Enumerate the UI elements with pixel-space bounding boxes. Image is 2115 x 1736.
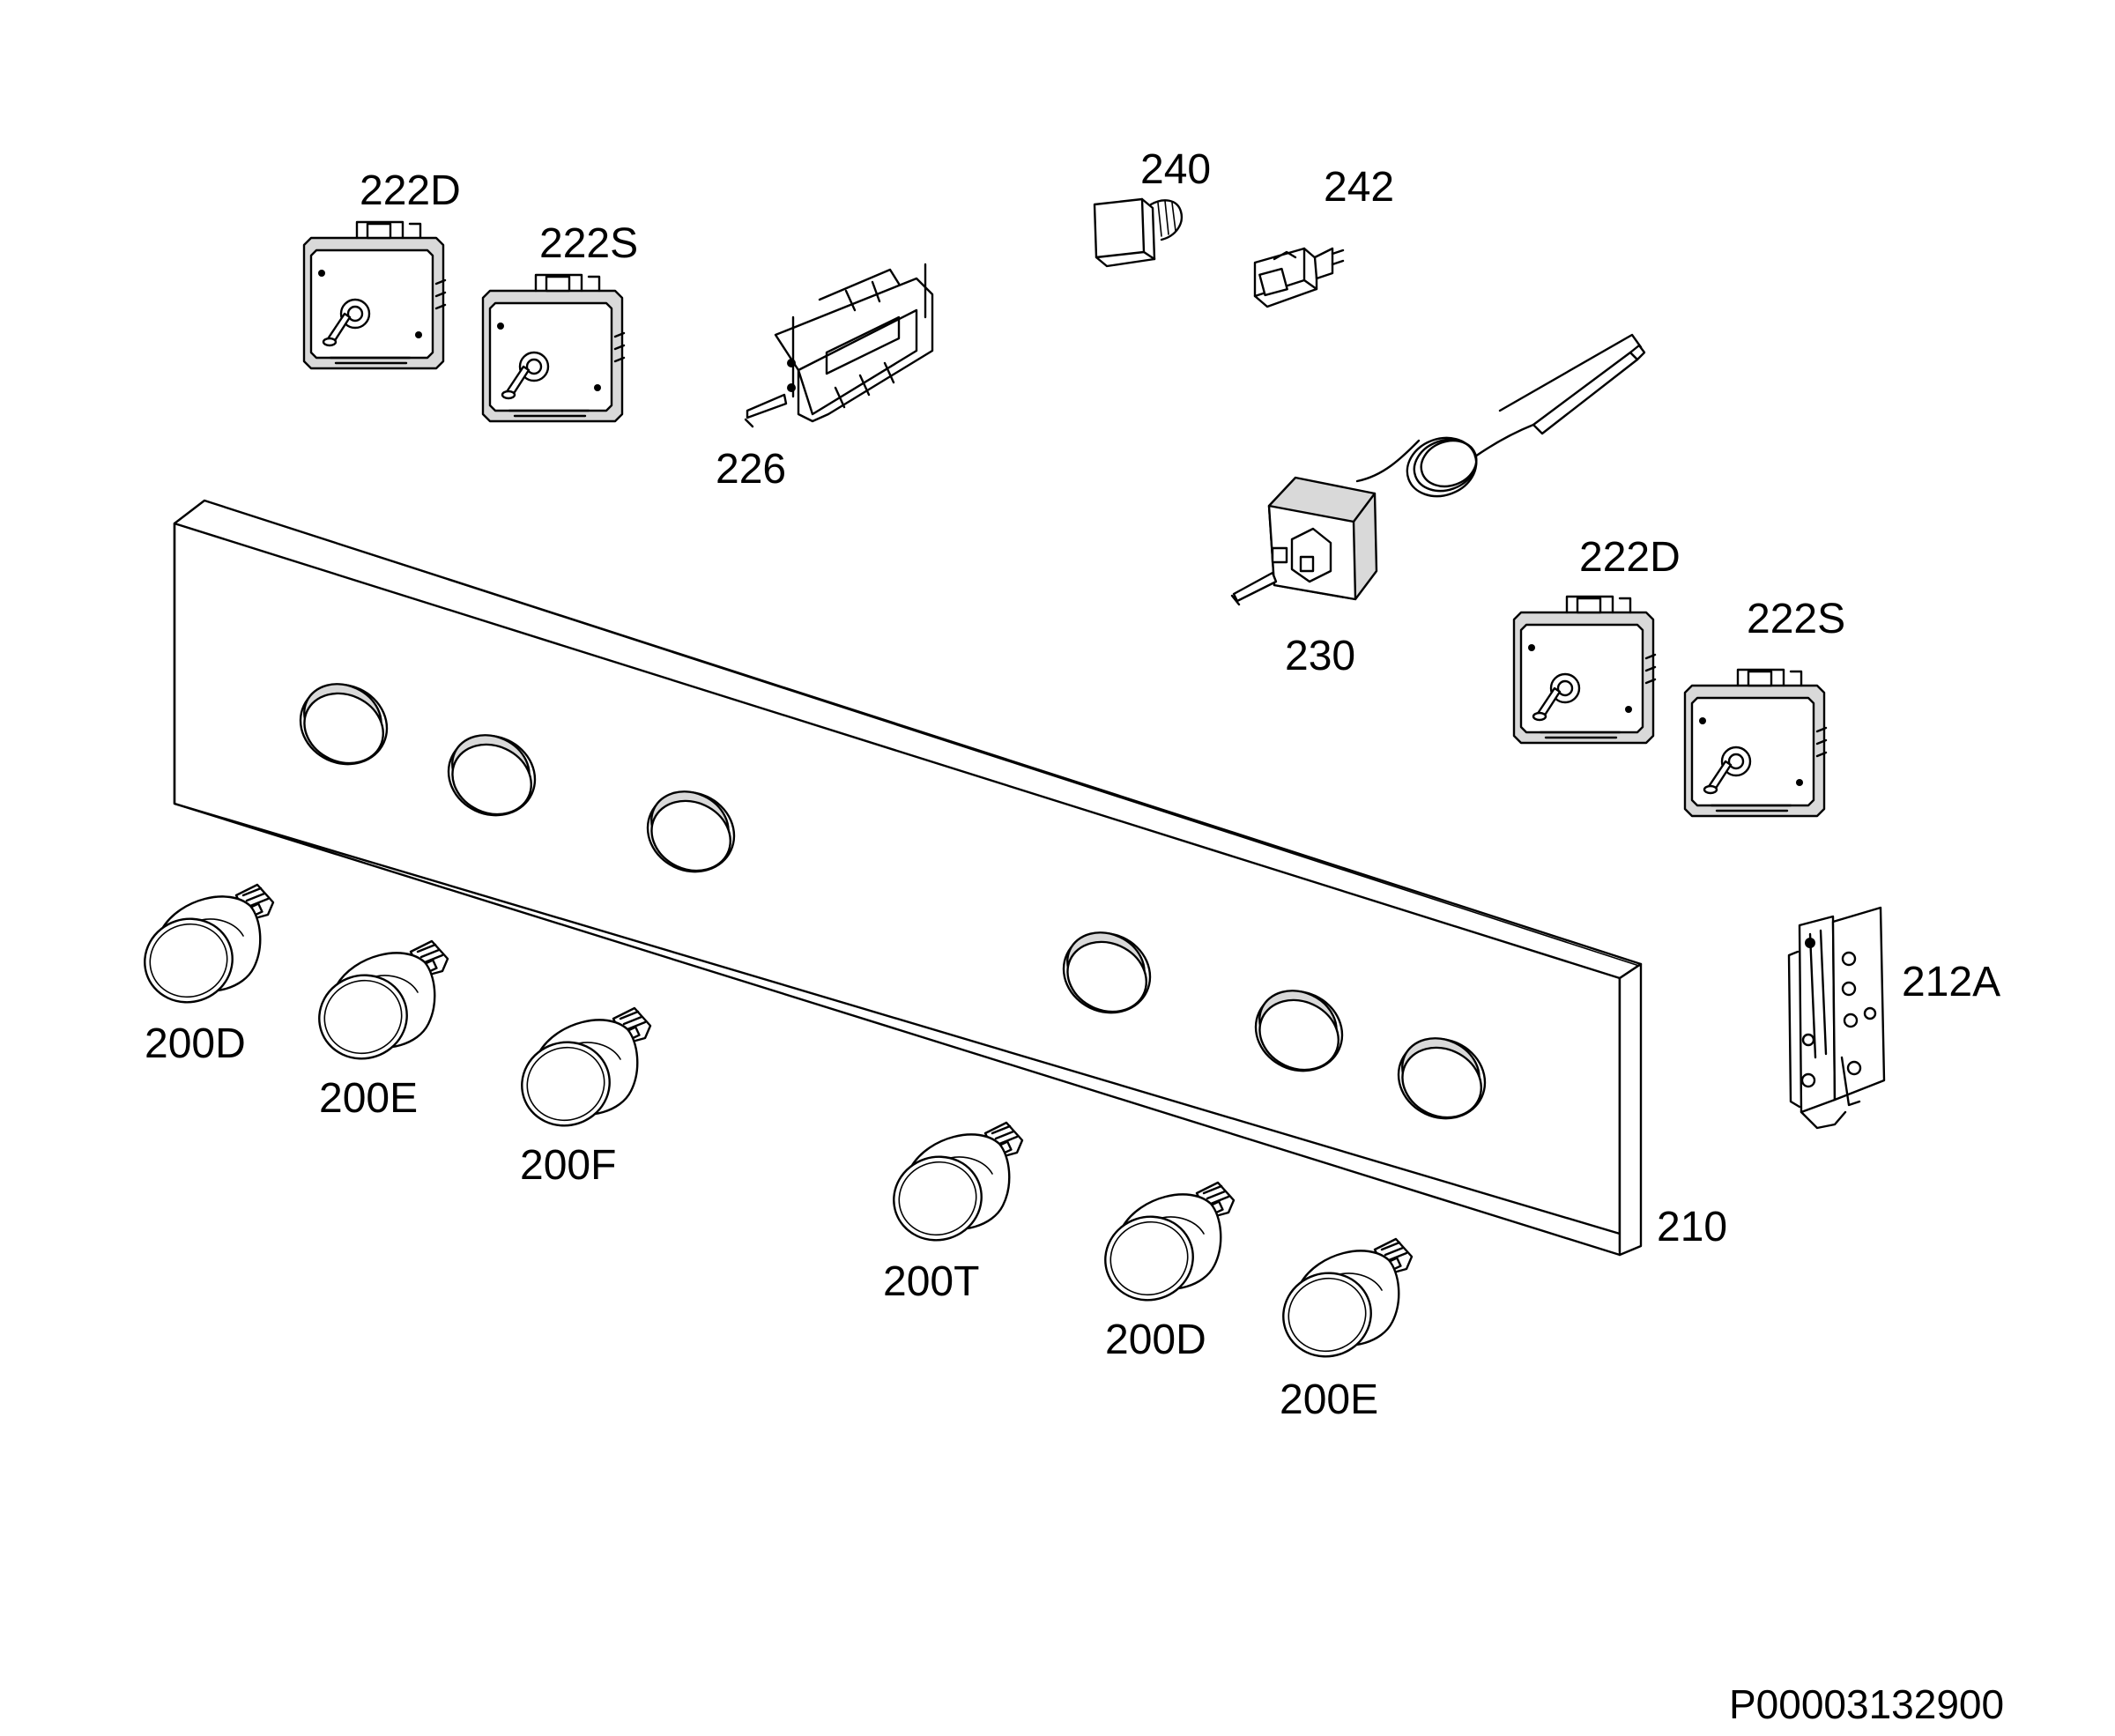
- label-200d-left: 200D: [145, 1020, 246, 1067]
- label-222d-top: 222D: [360, 167, 461, 214]
- energy-regulator-222s-top: [481, 273, 626, 423]
- knob-200e-left: [307, 939, 449, 1072]
- label-200e-right: 200E: [1280, 1376, 1378, 1423]
- label-200e-left: 200E: [319, 1075, 418, 1122]
- energy-regulator-222d-top: [302, 220, 447, 370]
- label-222d-right: 222D: [1579, 534, 1681, 581]
- label-240: 240: [1140, 146, 1211, 193]
- energy-regulator-222s-right: [1683, 668, 1828, 818]
- knob-200d-right: [1093, 1181, 1236, 1313]
- knob-200e-right: [1271, 1237, 1414, 1369]
- knob-200f: [509, 1006, 652, 1139]
- label-210: 210: [1657, 1204, 1727, 1250]
- reference-code: P00003132900: [1729, 1681, 2004, 1727]
- label-222s-right: 222S: [1747, 596, 1845, 642]
- energy-regulator-222d-right: [1512, 595, 1657, 745]
- control-panel-210: [173, 499, 1643, 1257]
- indicator-light-240: [1093, 197, 1184, 268]
- bracket-212a: [1787, 906, 1886, 1130]
- knob-200t: [881, 1121, 1024, 1253]
- label-242: 242: [1324, 164, 1394, 211]
- label-212a: 212A: [1902, 959, 2000, 1005]
- label-230: 230: [1285, 633, 1355, 679]
- label-200f: 200F: [520, 1142, 616, 1189]
- label-200d-right: 200D: [1105, 1317, 1206, 1363]
- label-200t: 200T: [883, 1258, 979, 1305]
- thermostat-230: [1230, 333, 1646, 606]
- selector-switch-226: [744, 263, 934, 428]
- label-222s-top: 222S: [539, 220, 638, 267]
- lamp-holder-242: [1253, 247, 1345, 308]
- label-226: 226: [716, 446, 786, 493]
- knob-200d-left: [132, 883, 275, 1015]
